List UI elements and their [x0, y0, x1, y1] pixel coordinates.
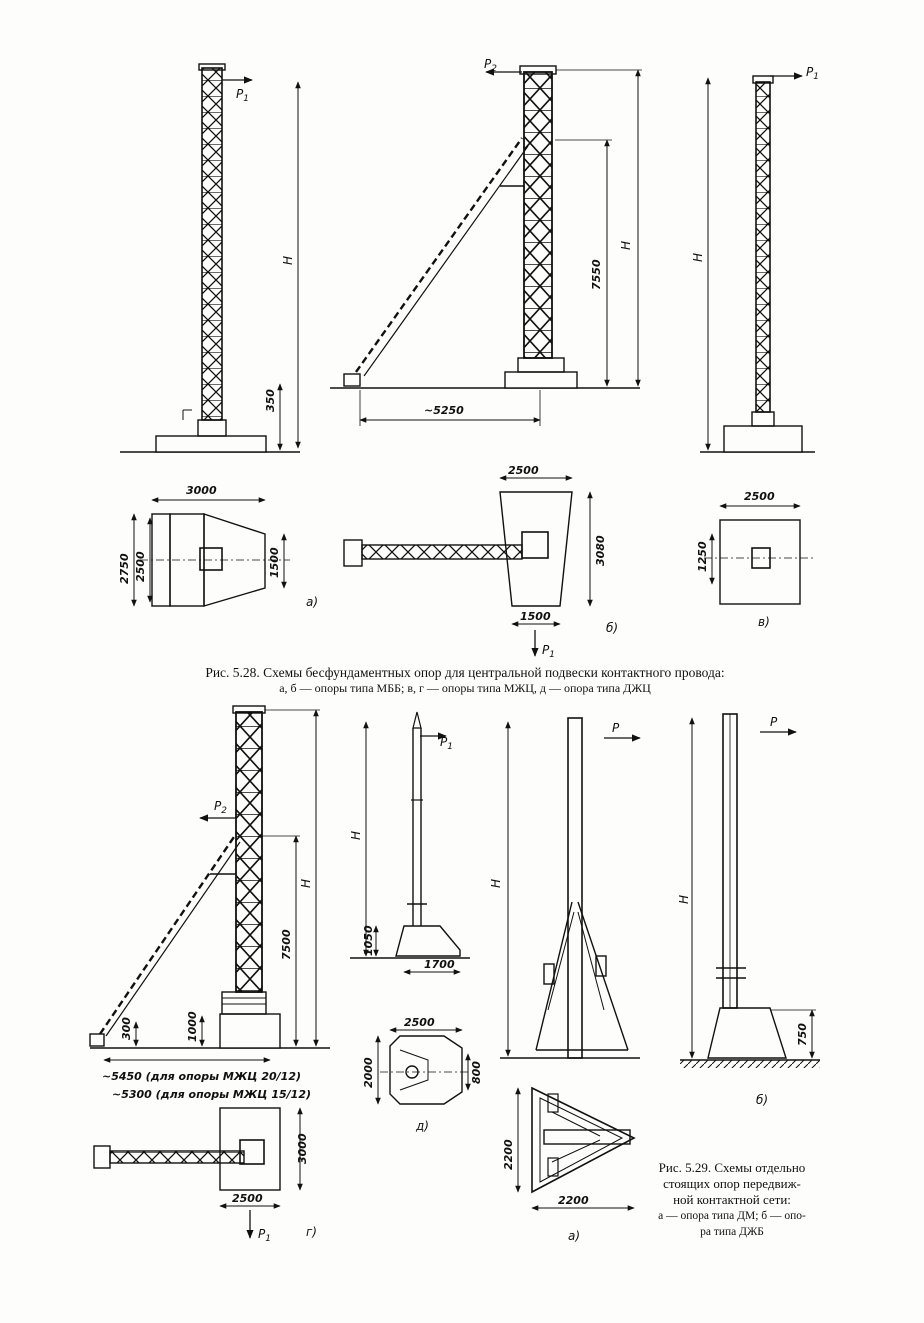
force-label-p1-a: P1: [236, 87, 249, 104]
force-label-p-29a: P: [612, 721, 620, 735]
force-label-p1-d: P1: [440, 735, 453, 752]
dim-2500-v: 2500: [744, 490, 775, 503]
dim-7500: 7500: [280, 929, 293, 960]
figure-5-29-line-1: Рис. 5.29. Схемы отдельно: [658, 1160, 806, 1175]
height-label-v: H: [691, 253, 705, 262]
dim-2750: 2750: [118, 553, 131, 584]
dim-2500-d: 2500: [404, 1016, 435, 1029]
height-label-b: H: [619, 241, 633, 250]
dim-2200-v: 2200: [502, 1139, 515, 1170]
plan-g: [93, 1107, 303, 1239]
dim-350: 350: [264, 389, 277, 412]
figure-5-28-subtitle: а, б — опоры типа МББ; в, г — опоры типа…: [279, 681, 651, 695]
dim-1050: 1050: [362, 925, 375, 956]
dim-2500-b: 2500: [508, 464, 539, 477]
plan-v: [704, 503, 816, 605]
dim-750: 750: [796, 1023, 809, 1046]
dim-2200-h: 2200: [558, 1194, 589, 1207]
plan-d: [375, 1027, 471, 1105]
mast-a-elevation: [120, 63, 301, 453]
figure-5-29-line-2: стоящих опор передвиж-: [663, 1176, 801, 1191]
force-label-p-29b: P: [770, 715, 778, 729]
dim-3080: 3080: [594, 535, 607, 566]
height-label-29b: H: [677, 895, 691, 904]
dim-3000: 3000: [186, 484, 217, 497]
figure-5-28-caption: Рис. 5.28. Схемы бесфундаментных опор дл…: [105, 665, 825, 696]
mast-29b-elevation: [680, 713, 820, 1068]
dim-2500-a: 2500: [134, 551, 147, 582]
dim-5300: ~5300 (для опоры МЖЦ 15/12): [112, 1088, 311, 1101]
force-label-p1-g: P1: [258, 1227, 271, 1244]
height-label-29a: H: [489, 879, 503, 888]
plan-29a: [515, 1086, 636, 1211]
height-label-a: H: [281, 256, 295, 265]
dim-7550: 7550: [590, 259, 603, 290]
figure-label-d: д): [415, 1119, 429, 1133]
mast-b-elevation: [330, 65, 642, 426]
figure-label-b: б): [606, 621, 618, 635]
force-label-p2-g: P2: [214, 799, 227, 816]
height-label-g: H: [299, 879, 313, 888]
force-label-p1-v: P1: [806, 65, 819, 82]
figure-label-a: а): [306, 595, 318, 609]
dim-1500-b: 1500: [520, 610, 551, 623]
dim-5250: ~5250: [424, 404, 464, 417]
figure-5-29-line-4: а — опора типа ДМ; б — опо-: [658, 1210, 806, 1222]
dim-3000-g: 3000: [296, 1133, 309, 1164]
dim-800: 800: [470, 1061, 483, 1084]
figure-label-g: г): [306, 1225, 317, 1239]
dim-1500-a: 1500: [268, 547, 281, 578]
figure-label-v: в): [758, 615, 770, 629]
mast-v-elevation: [700, 72, 815, 453]
figure-5-29-caption: Рис. 5.29. Схемы отдельно стоящих опор п…: [632, 1160, 832, 1240]
figure-5-29-line-5: ра типа ДЖБ: [700, 1226, 764, 1238]
figure-5-29-line-3: ной контактной сети:: [673, 1192, 791, 1207]
figure-label-29b: б): [756, 1093, 768, 1107]
figure-5-28-title: Рис. 5.28. Схемы бесфундаментных опор дл…: [205, 665, 725, 680]
figure-label-29a: а): [568, 1229, 580, 1243]
mast-g-elevation: [89, 705, 330, 1063]
plan-a: [131, 497, 290, 607]
plan-b: [343, 475, 593, 657]
dim-2000: 2000: [362, 1057, 375, 1088]
dim-1250: 1250: [696, 541, 709, 572]
dim-300: 300: [120, 1017, 133, 1040]
force-label-p2-b: P2: [484, 57, 497, 74]
dim-1700: 1700: [424, 958, 455, 971]
mast-d-elevation: [350, 711, 470, 975]
dim-2500-g: 2500: [232, 1192, 263, 1205]
force-label-p1-plan: P1: [542, 643, 555, 660]
dim-5450: ~5450 (для опоры МЖЦ 20/12): [102, 1070, 301, 1083]
height-label-d: H: [349, 831, 363, 840]
dim-1000: 1000: [186, 1011, 199, 1042]
mast-29a-elevation: [500, 717, 641, 1059]
